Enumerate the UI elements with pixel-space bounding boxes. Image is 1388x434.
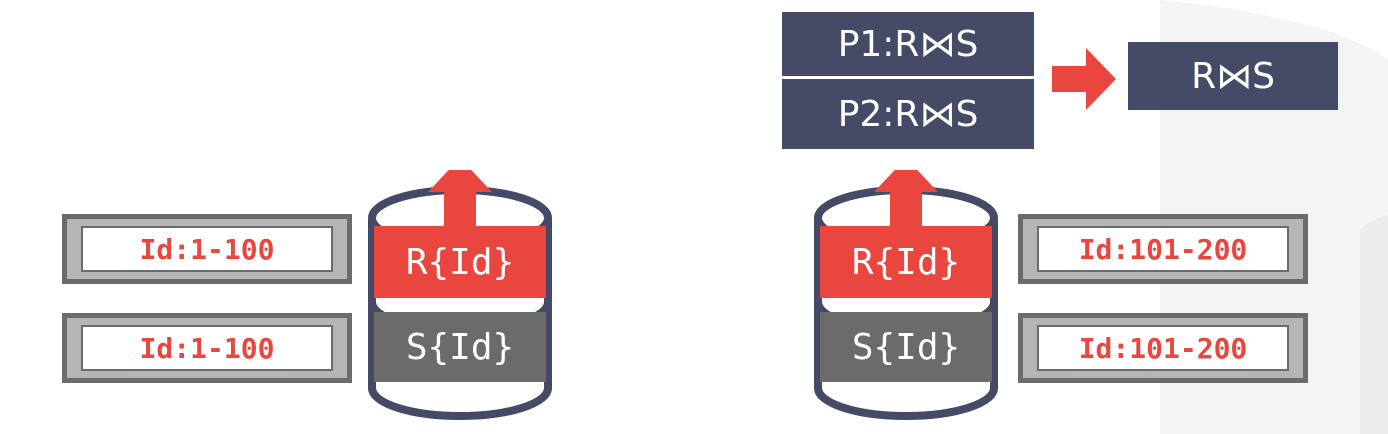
table-label-r: R{Id}: [851, 241, 961, 283]
partition-label: Id:101-200: [1037, 325, 1289, 371]
partition-label: Id:1-100: [81, 325, 333, 371]
partial-result-p1: P1:R⋈S: [782, 12, 1034, 76]
partial-divider: [782, 76, 1034, 79]
right-arrow-icon: [1052, 48, 1116, 110]
left-partition-1: Id:1-100: [62, 214, 352, 284]
partition-label: Id:101-200: [1037, 226, 1289, 272]
table-label-s: S{Id}: [405, 326, 515, 368]
right-database: R{Id} S{Id}: [810, 170, 1002, 428]
table-label-s: S{Id}: [851, 326, 961, 368]
up-arrow-icon: [428, 170, 492, 228]
left-database: R{Id} S{Id}: [364, 170, 556, 428]
partition-label: Id:1-100: [81, 226, 333, 272]
right-partition-1: Id:101-200: [1018, 214, 1308, 284]
left-partition-2: Id:1-100: [62, 313, 352, 383]
final-result: R⋈S: [1128, 42, 1338, 110]
up-arrow-icon: [874, 170, 938, 228]
partial-result-p2: P2:R⋈S: [782, 79, 1034, 149]
right-partition-2: Id:101-200: [1018, 313, 1308, 383]
table-label-r: R{Id}: [405, 241, 515, 283]
